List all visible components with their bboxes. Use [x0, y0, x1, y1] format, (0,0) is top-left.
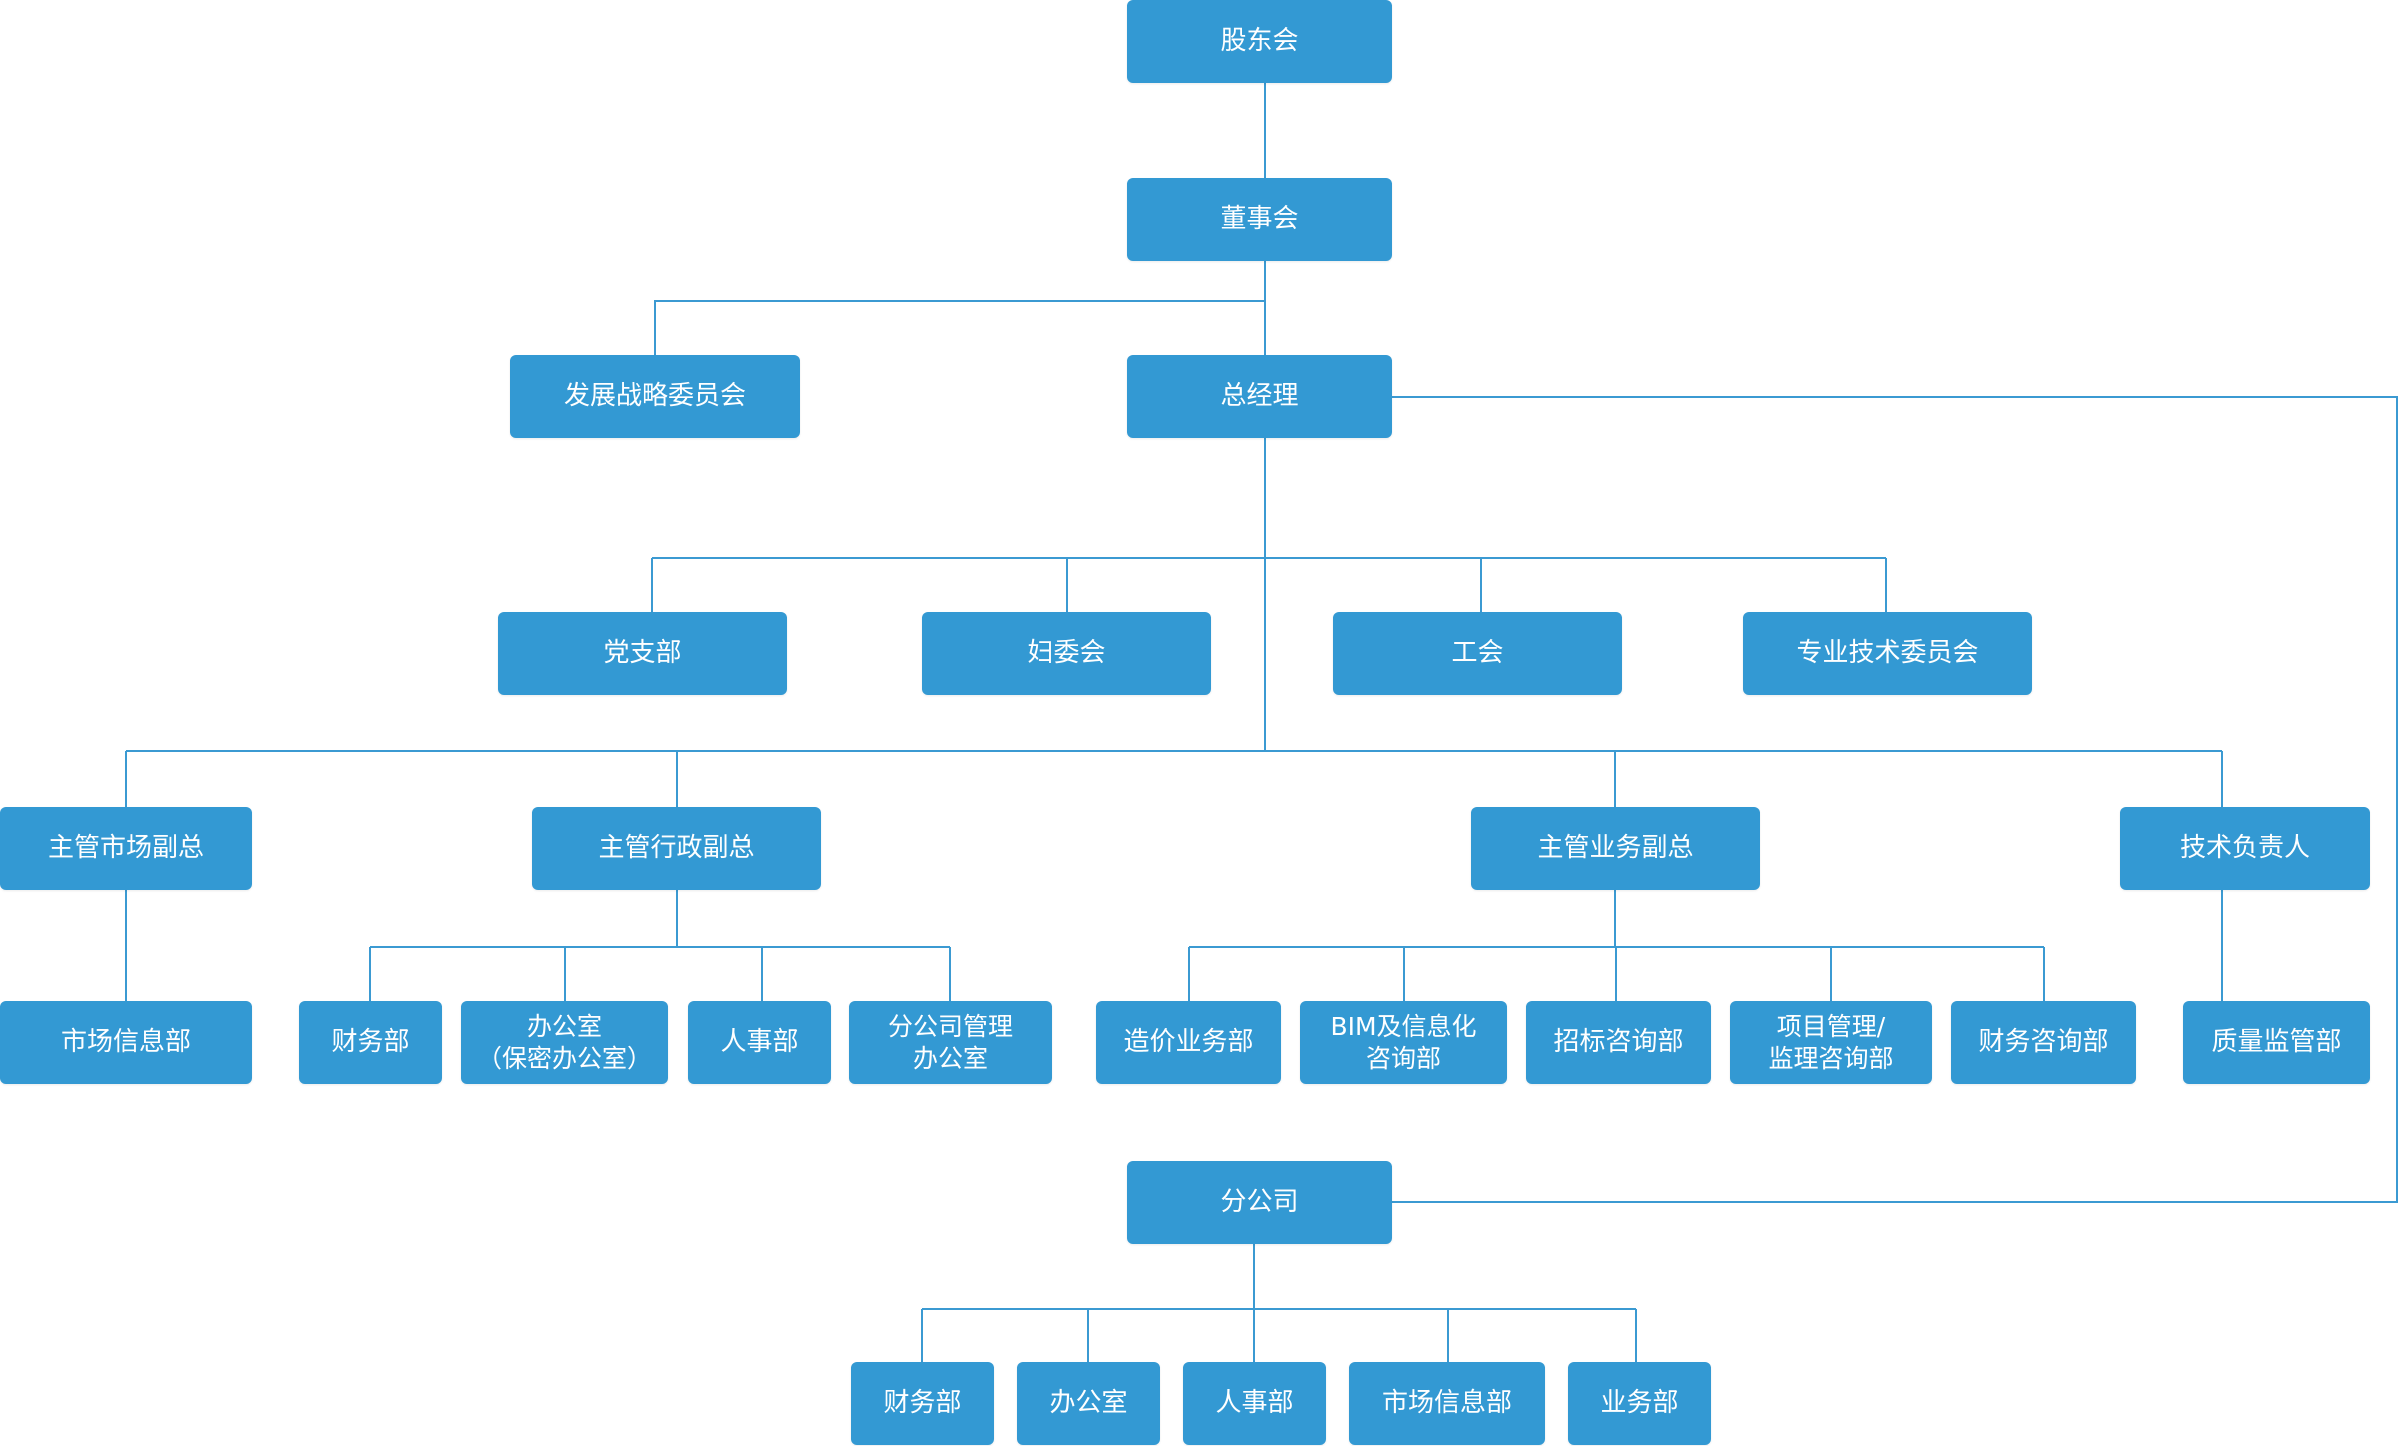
node-branch-office[interactable]: 办公室	[1017, 1362, 1160, 1445]
node-bim-dept[interactable]: BIM及信息化 咨询部	[1300, 1001, 1507, 1084]
node-union[interactable]: 工会	[1333, 612, 1622, 695]
node-bidding-dept[interactable]: 招标咨询部	[1526, 1001, 1711, 1084]
node-branch-finance[interactable]: 财务部	[851, 1362, 994, 1445]
node-shareholders[interactable]: 股东会	[1127, 0, 1392, 83]
node-office[interactable]: 办公室 （保密办公室）	[461, 1001, 668, 1084]
node-finance[interactable]: 财务部	[299, 1001, 442, 1084]
node-market-info[interactable]: 市场信息部	[0, 1001, 252, 1084]
node-branch-hr[interactable]: 人事部	[1183, 1362, 1326, 1445]
node-party-branch[interactable]: 党支部	[498, 612, 787, 695]
line-board-strategy	[654, 300, 1265, 355]
node-vp-admin[interactable]: 主管行政副总	[532, 807, 821, 890]
node-branch-business[interactable]: 业务部	[1568, 1362, 1711, 1445]
node-quality-dept[interactable]: 质量监管部	[2183, 1001, 2370, 1084]
node-branch-mgmt-office[interactable]: 分公司管理 办公室	[849, 1001, 1052, 1084]
node-project-dept[interactable]: 项目管理/ 监理咨询部	[1730, 1001, 1932, 1084]
node-tech-lead[interactable]: 技术负责人	[2120, 807, 2370, 890]
node-strategy-committee[interactable]: 发展战略委员会	[510, 355, 800, 438]
node-vp-market[interactable]: 主管市场副总	[0, 807, 252, 890]
node-hr[interactable]: 人事部	[688, 1001, 831, 1084]
node-vp-business[interactable]: 主管业务副总	[1471, 807, 1760, 890]
node-cost-dept[interactable]: 造价业务部	[1096, 1001, 1281, 1084]
node-tech-committee[interactable]: 专业技术委员会	[1743, 612, 2032, 695]
node-board[interactable]: 董事会	[1127, 178, 1392, 261]
node-womens-committee[interactable]: 妇委会	[922, 612, 1211, 695]
node-general-manager[interactable]: 总经理	[1127, 355, 1392, 438]
node-branch-market-info[interactable]: 市场信息部	[1349, 1362, 1545, 1445]
node-branch[interactable]: 分公司	[1127, 1161, 1392, 1244]
node-fin-consult-dept[interactable]: 财务咨询部	[1951, 1001, 2136, 1084]
